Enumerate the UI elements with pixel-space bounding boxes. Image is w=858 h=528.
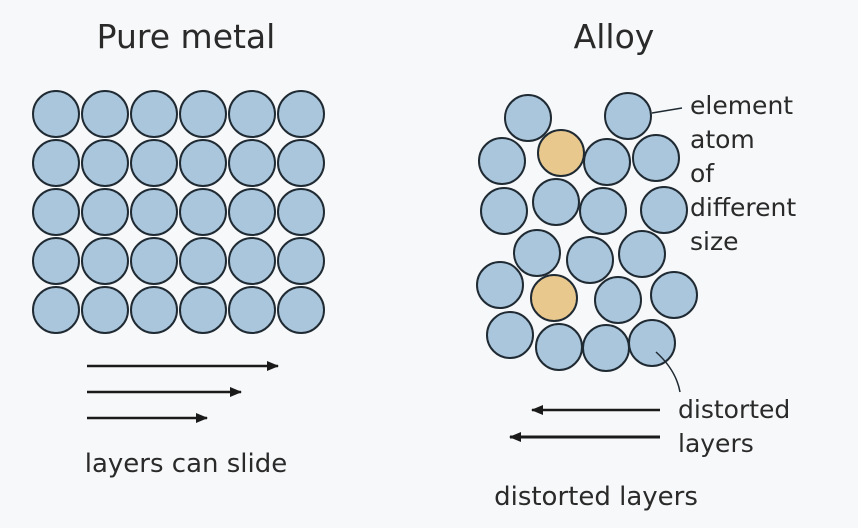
alloy-atom [604,92,652,140]
metal-atom [277,286,325,334]
annotation-line: of [690,159,715,188]
metal-atom [228,188,276,236]
metal-atom [130,90,178,138]
metal-atom [228,237,276,285]
metal-atom [130,188,178,236]
metal-atom [81,90,129,138]
metal-atom [130,286,178,334]
pure-metal-atom-grid [32,90,325,334]
alloy-atom [583,138,631,186]
metal-atom [81,139,129,187]
annotation-line: element [690,91,793,120]
metal-atom [81,188,129,236]
alloy-atom [579,187,627,235]
element-atom-annotation: element atom of different size [690,91,796,256]
metal-atom [179,90,227,138]
slide-arrows [87,361,279,423]
alloy-atom [480,187,528,235]
metal-atom [81,237,129,285]
distorted-layers-leader-line [655,351,681,393]
alloy-atom [632,134,680,182]
metal-atom [32,139,80,187]
alloy-atom [476,261,524,309]
alloy-atom [486,311,534,359]
alloy-caption: distorted layers [494,482,698,512]
annotation-line: atom [690,125,755,154]
metal-atom [277,139,325,187]
alloy-atom [478,137,526,185]
alloy-atom [504,94,552,142]
metal-atom [32,286,80,334]
metal-atom [228,139,276,187]
metal-atom [228,90,276,138]
alloy-atom [594,276,642,324]
metal-atom [277,237,325,285]
alloy-atom [628,319,676,367]
annotation-line: size [690,227,738,256]
alloy-atom [618,230,666,278]
metal-atom [277,188,325,236]
element-atom-leader-line [651,107,683,114]
metal-atom [81,286,129,334]
foreign-element-atom [537,129,585,177]
alloy-atom [650,271,698,319]
alloy-atom [566,236,614,284]
alloy-atom [640,186,688,234]
metal-atom [32,237,80,285]
annotation-line: layers [678,429,754,458]
alloy-atom [513,229,561,277]
pure-metal-title: Pure metal [97,17,276,56]
metal-atom [179,188,227,236]
alloy-atom [532,178,580,226]
alloy-atom [535,323,583,371]
metal-atom [277,90,325,138]
distorted-arrows [509,405,660,442]
alloy-atom [582,324,630,372]
annotation-line: different [690,193,796,222]
metal-atom [179,286,227,334]
metal-atom [179,139,227,187]
annotation-line: distorted [678,395,790,424]
distorted-layers-annotation: distorted layers [678,395,790,458]
metal-atom [32,188,80,236]
metal-atom [228,286,276,334]
metal-atom [130,139,178,187]
metal-atom [179,237,227,285]
foreign-element-atom [530,274,578,322]
metal-atom [32,90,80,138]
pure-metal-caption: layers can slide [85,449,288,479]
alloy-title: Alloy [574,17,655,56]
metal-atom [130,237,178,285]
alloy-atom-cluster [476,92,698,372]
